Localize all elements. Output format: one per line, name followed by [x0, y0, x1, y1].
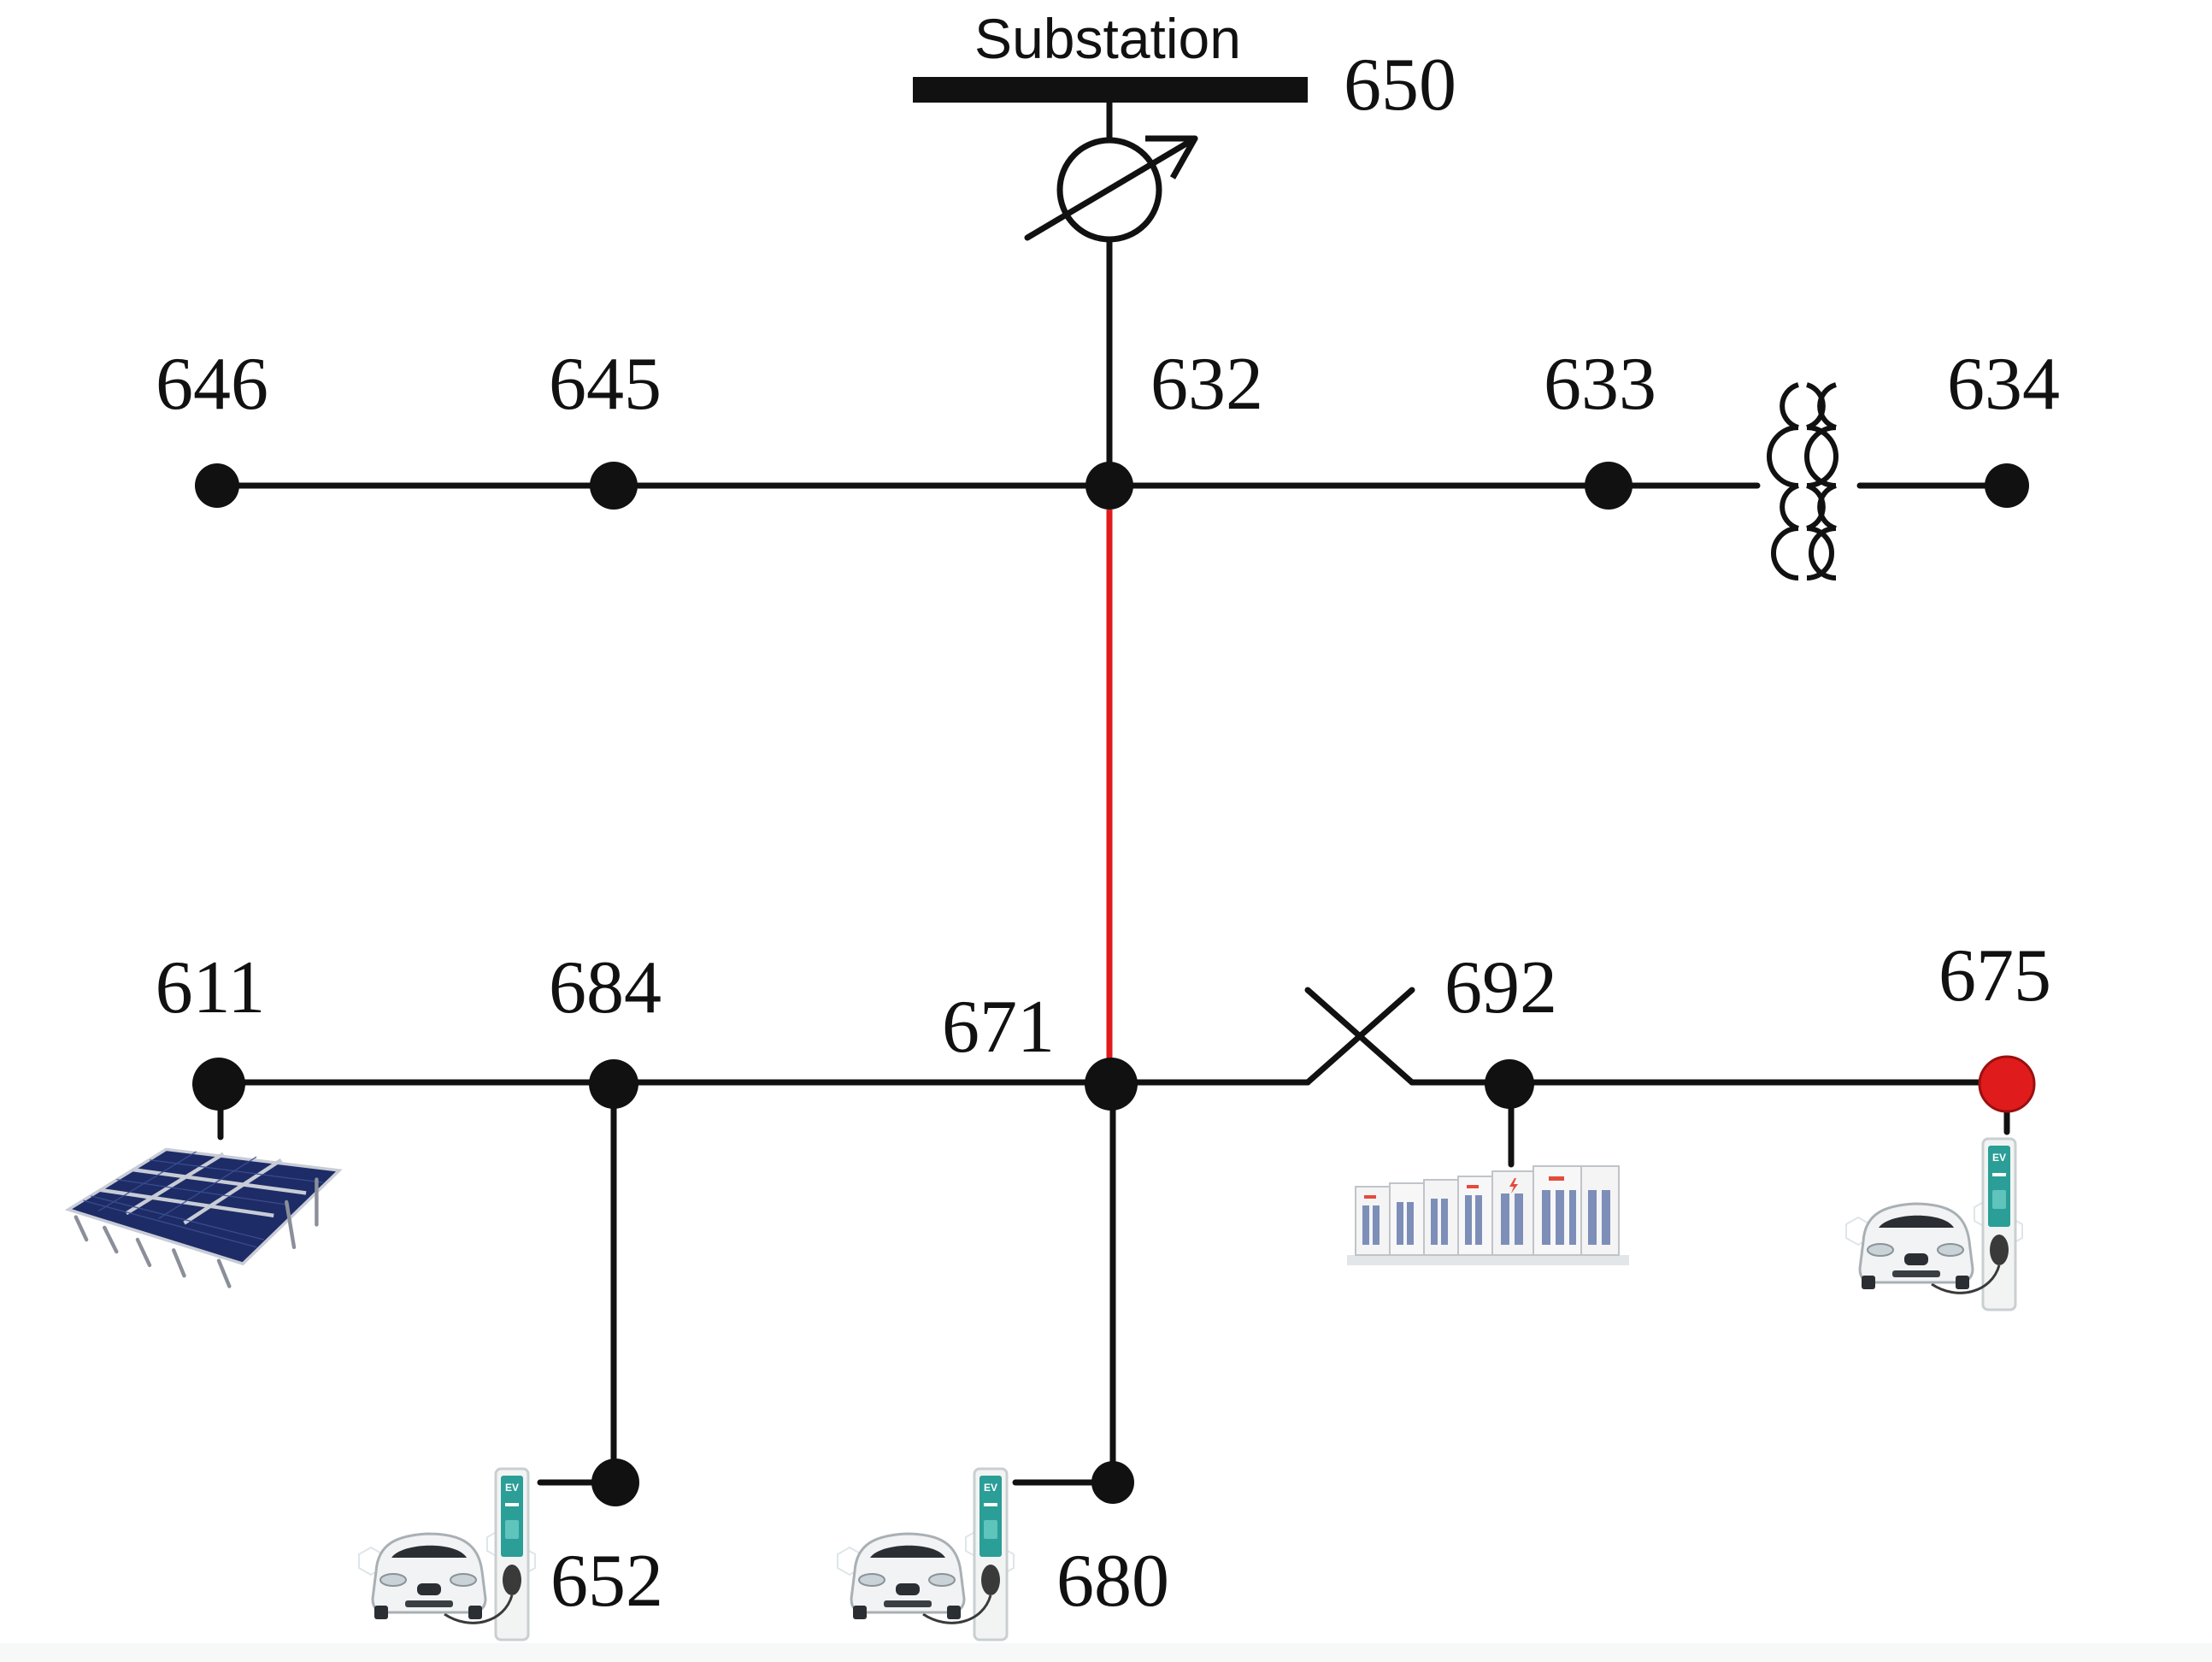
bus-634-label: 634 — [1947, 343, 2060, 426]
bus-633-label: 633 — [1544, 343, 1656, 426]
bus-692-node — [1485, 1059, 1534, 1109]
bus-632-node — [1085, 462, 1133, 510]
bus-650-label: 650 — [1344, 44, 1456, 127]
ev-charger-icon-680 — [836, 1467, 1015, 1641]
bus-645-node — [590, 462, 638, 510]
bus-611-label: 611 — [156, 946, 266, 1029]
bus-634-node — [1985, 463, 2029, 508]
bus-692-label: 692 — [1444, 946, 1557, 1029]
bus-652-label: 652 — [550, 1540, 663, 1623]
bus-675-label: 675 — [1938, 934, 2051, 1017]
bus-645-label: 645 — [549, 343, 662, 426]
bus-646-node — [195, 463, 239, 508]
transformer-icon — [1767, 382, 1838, 581]
substation-label: Substation — [974, 7, 1241, 70]
bus-646-label: 646 — [156, 343, 268, 426]
bus-611-node — [192, 1058, 245, 1111]
bus-632-label: 632 — [1150, 343, 1263, 426]
bus-684-node — [589, 1059, 638, 1109]
ev-charger-icon-652 — [357, 1467, 537, 1641]
solar-panel-icon — [68, 1149, 339, 1286]
ev-charger-icon-675 — [1844, 1137, 2024, 1311]
bus-671-label: 671 — [942, 986, 1055, 1069]
bus-671-node — [1085, 1058, 1138, 1111]
open-switch-icon — [1304, 987, 1415, 1086]
bus-675-node — [1978, 1055, 2036, 1113]
bus-680-node — [1091, 1461, 1134, 1504]
bus-633-node — [1585, 462, 1633, 510]
bus-652-node — [591, 1459, 639, 1506]
battery-storage-icon — [1346, 1165, 1630, 1266]
bus-680-label: 680 — [1056, 1540, 1169, 1623]
bus-684-label: 684 — [549, 946, 662, 1029]
voltage-regulator-icon — [1024, 99, 1198, 487]
substation-busbar — [913, 77, 1308, 103]
ground-band — [0, 1643, 2212, 1662]
